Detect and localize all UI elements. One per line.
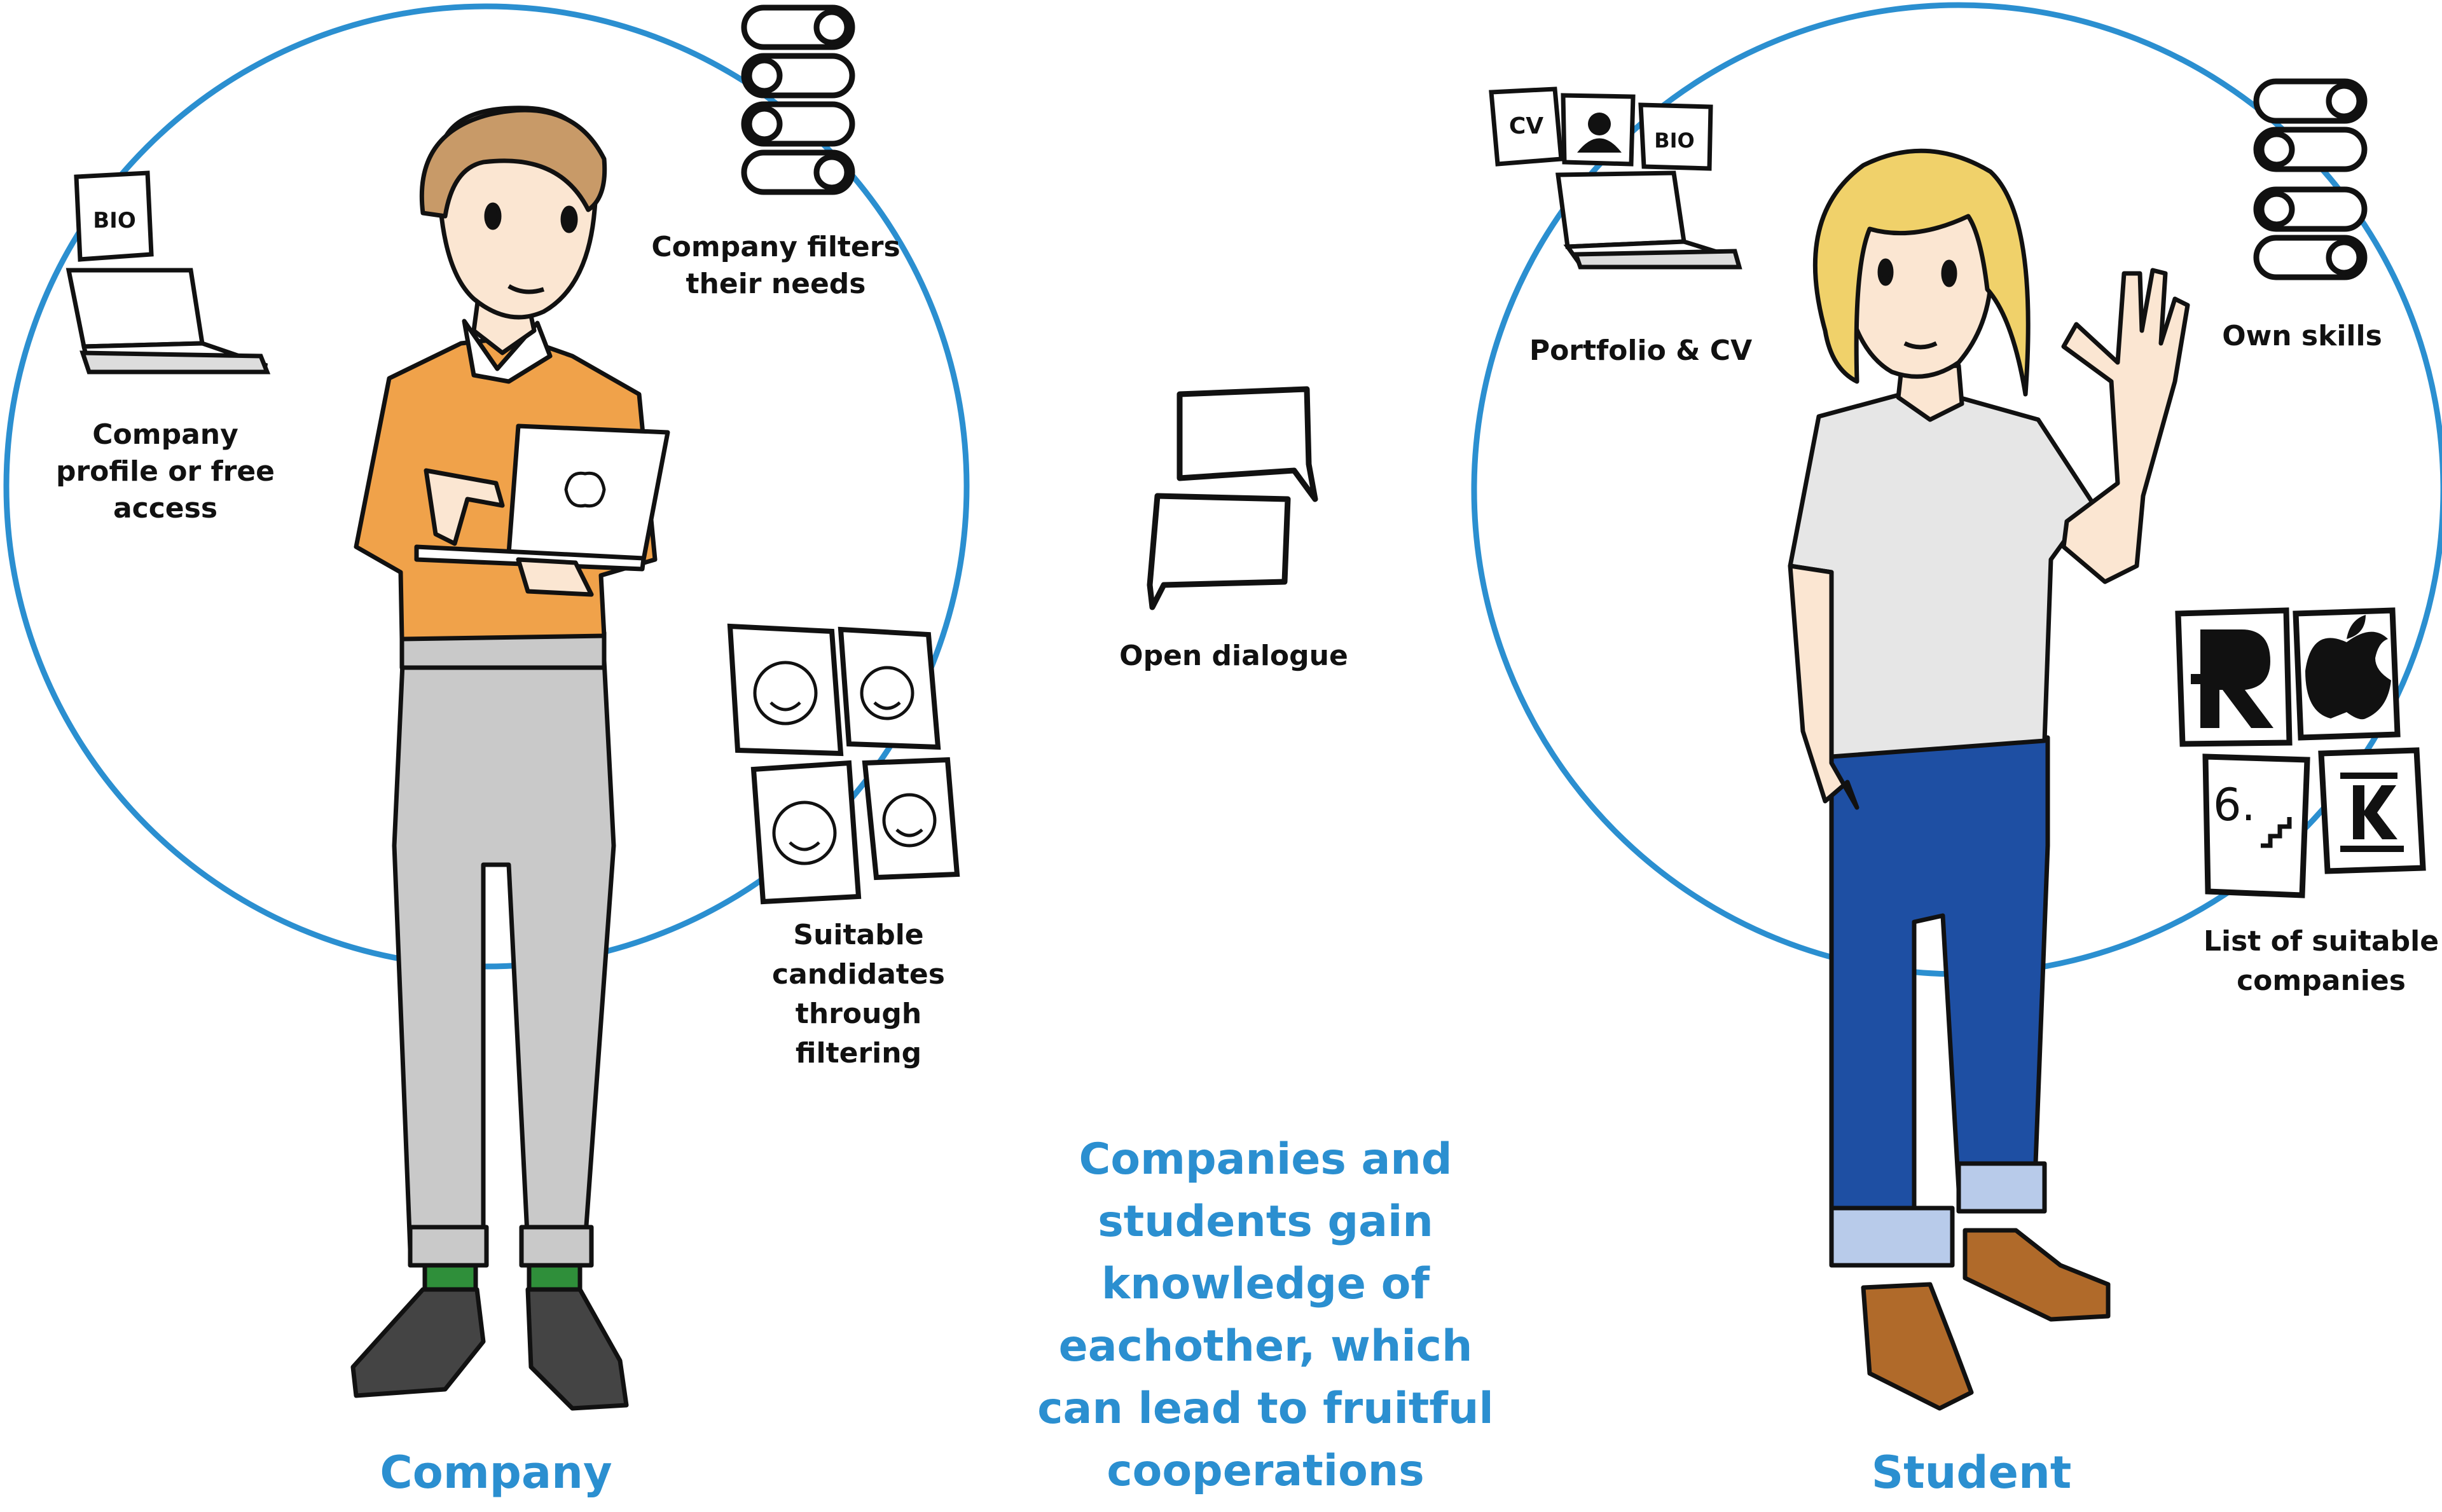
r-logo-icon xyxy=(2191,629,2273,728)
summary-line: cooperations xyxy=(1107,1446,1424,1496)
company-profile-label-line: profile or free xyxy=(55,455,275,488)
company-logos-icon: 6. xyxy=(2175,607,2426,898)
student-cv-card-icon: CV xyxy=(1489,86,1564,167)
company-laptop-icon xyxy=(66,268,271,375)
student-person-figure xyxy=(1788,148,2190,1411)
company-filters-label-line: Company filters xyxy=(651,231,900,263)
company-profile-label-line: access xyxy=(113,492,218,525)
student-bio-card-icon: BIO xyxy=(1638,102,1713,171)
open-dialogue-label-text: Open dialogue xyxy=(1119,640,1348,672)
student-title: Student xyxy=(1871,1447,2072,1499)
summary-line: Companies and xyxy=(1079,1134,1452,1185)
suitable-companies-label-line: companies xyxy=(2237,965,2406,997)
own-skills-label-text: Own skills xyxy=(2222,320,2382,352)
company-filters-label-line: their needs xyxy=(686,268,866,300)
k-logo-icon xyxy=(2340,773,2404,852)
apple-logo-icon xyxy=(2305,615,2391,720)
own-skills-label: Own skills xyxy=(2175,318,2429,355)
suitable-companies-label: List of suitable companies xyxy=(2188,922,2442,1001)
company-profile-label: Company profile or free access xyxy=(38,416,293,527)
six-logo-text: 6. xyxy=(2213,779,2256,831)
company-bio-card-icon: BIO xyxy=(74,170,154,262)
company-toggle-icons xyxy=(741,4,855,195)
summary-line: knowledge of xyxy=(1101,1259,1430,1309)
student-bio-card-text: BIO xyxy=(1654,128,1695,153)
candidates-label-line: filtering xyxy=(795,1037,922,1069)
company-filters-label: Company filters their needs xyxy=(649,229,903,303)
summary-line: students gain xyxy=(1098,1197,1433,1247)
company-person-figure xyxy=(350,106,670,1411)
candidates-label: Suitable candidates through filtering xyxy=(744,916,973,1073)
student-toggle-icons xyxy=(2253,78,2368,280)
summary-text: Companies and students gain knowledge of… xyxy=(979,1129,1552,1502)
candidates-label-line: Suitable xyxy=(793,919,924,951)
student-cv-card-text: CV xyxy=(1509,113,1543,139)
candidate-cards-icon xyxy=(727,623,960,905)
student-laptop-icon xyxy=(1556,170,1742,270)
open-dialogue-label: Open dialogue xyxy=(1068,638,1399,675)
company-bio-card-text: BIO xyxy=(93,208,135,233)
dialogue-bubbles-icon xyxy=(1147,386,1318,610)
six-logo-icon: 6. xyxy=(2213,779,2292,848)
portfolio-label: Portfolio & CV xyxy=(1482,333,1800,369)
company-title: Company xyxy=(380,1447,612,1499)
summary-line: can lead to fruitful xyxy=(1037,1384,1494,1434)
company-circle xyxy=(3,3,970,970)
portfolio-label-text: Portfolio & CV xyxy=(1529,334,1753,367)
candidates-label-line: through xyxy=(795,998,922,1030)
candidates-label-line: candidates xyxy=(772,958,945,991)
company-profile-label-line: Company xyxy=(92,418,238,451)
summary-line: eachother, which xyxy=(1058,1321,1473,1371)
suitable-companies-label-line: List of suitable xyxy=(2203,925,2439,958)
student-person-card-icon xyxy=(1561,93,1636,167)
